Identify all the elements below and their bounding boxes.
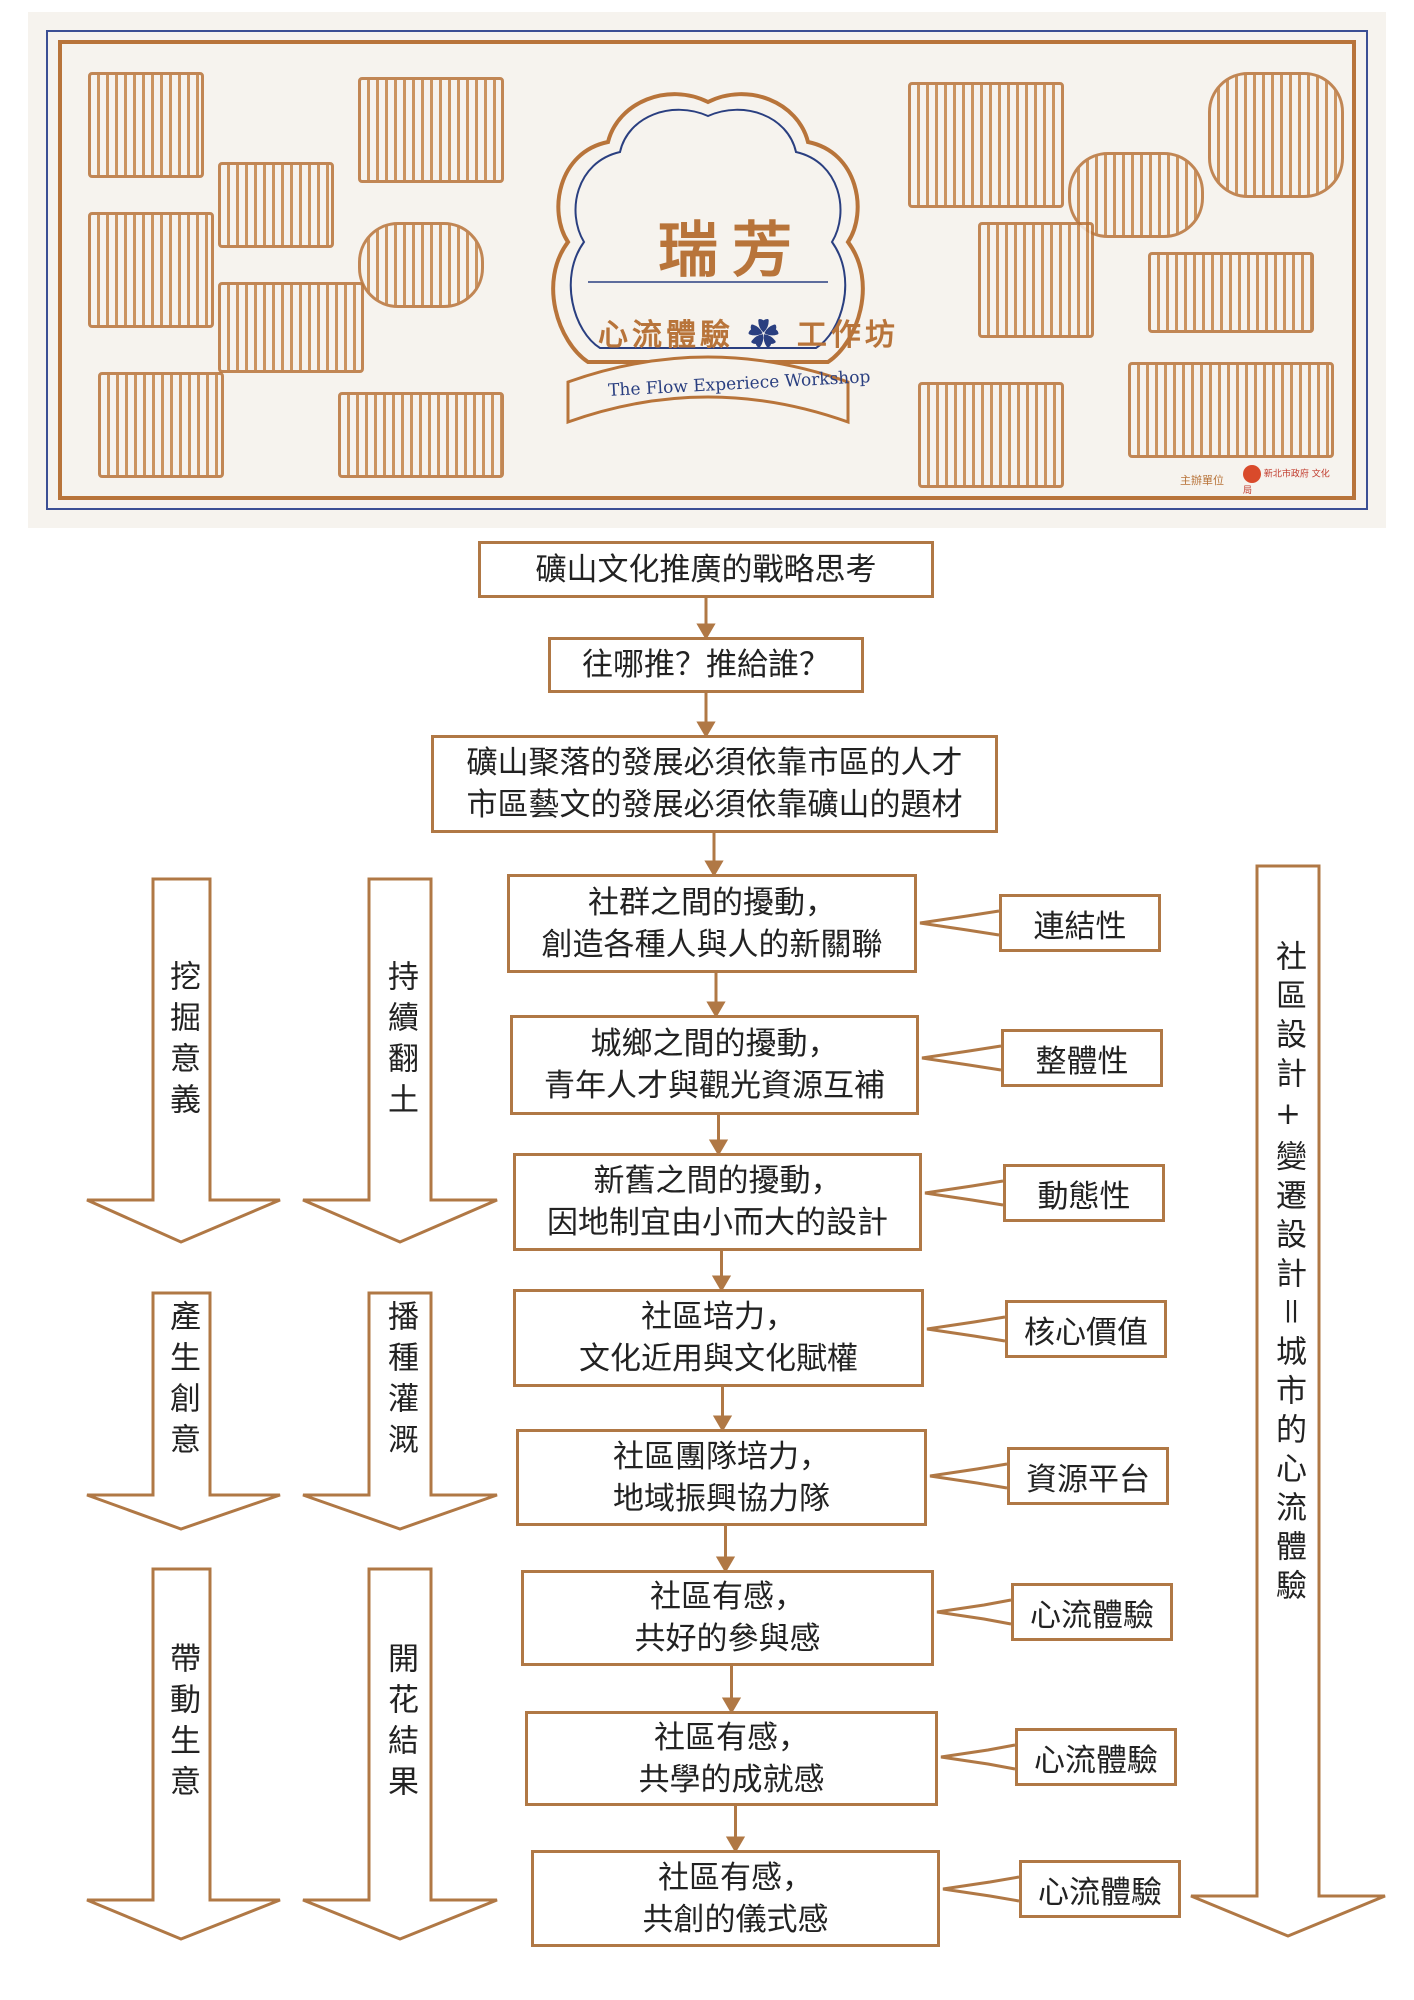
- new-taipei-logo-icon: [1243, 465, 1261, 483]
- tag-pointer-arrow: [936, 1598, 1012, 1626]
- subtitle-right: 工作坊: [796, 318, 899, 353]
- step-line-1: 社區有感，: [650, 1579, 805, 1615]
- step-tag: 連結性: [999, 894, 1161, 952]
- tag-pointer-arrow: [940, 1743, 1016, 1771]
- strategy-box: 礦山文化推廣的戰略思考: [478, 541, 934, 598]
- subtitle-left: 心流體驗: [598, 318, 734, 353]
- tag-pointer-arrow: [919, 909, 1000, 937]
- step-tag: 心流體驗: [1011, 1583, 1173, 1641]
- village-illustration-icon: [218, 282, 364, 373]
- left-arrow-text-sow-water: 播種灌溉: [382, 1300, 418, 1464]
- banner-inner-frame: [58, 40, 1356, 500]
- step-line-1: 新舊之間的擾動，: [593, 1163, 842, 1199]
- step-box: 社群之間的擾動， 創造各種人與人的新關聯: [507, 874, 917, 973]
- connector-arrowhead-icon: [715, 1556, 736, 1573]
- step-line-2: 創造各種人與人的新關聯: [541, 926, 883, 963]
- organizer-logo: 新北市政府 文化局: [1243, 465, 1333, 496]
- step-line-2: 因地制宜由小而大的設計: [547, 1205, 888, 1241]
- step-line-1: 社區培力，: [641, 1299, 796, 1335]
- left-arrow-keep-tilling: [302, 877, 498, 1244]
- left-arrow-text-drive-business: 帶動生意: [164, 1642, 200, 1806]
- step-tag: 心流體驗: [1015, 1728, 1177, 1786]
- train-illustration-icon: [358, 77, 504, 183]
- step-box: 社區團隊培力， 地域振興協力隊: [516, 1429, 927, 1526]
- question-box: 往哪推？推給誰？: [548, 637, 864, 693]
- connector-arrowhead-icon: [721, 1697, 742, 1714]
- left-arrow-create-ideas: [86, 1291, 281, 1531]
- organizer-name: 新北市政府 文化局: [1243, 469, 1330, 497]
- temple-statue-illustration-icon: [908, 82, 1064, 208]
- organizer-label: 主辦單位: [1180, 474, 1224, 487]
- step-box: 社區有感， 共創的儀式感: [531, 1850, 940, 1947]
- step-tag: 整體性: [1001, 1029, 1163, 1087]
- banner-outer-frame: [46, 30, 1368, 510]
- step-line-1: 社區團隊培力，: [613, 1438, 830, 1475]
- teapot-mountain-illustration-icon: [1208, 72, 1344, 198]
- pavilion-illustration-icon: [88, 72, 204, 178]
- connector-arrowhead-icon: [704, 860, 724, 877]
- flower-illustration-icon: [358, 222, 484, 308]
- bridge-illustration-icon: [918, 382, 1064, 488]
- step-line-2: 青年人才與觀光資源互補: [544, 1068, 885, 1104]
- step-line-2: 共學的成就感: [638, 1761, 825, 1798]
- seal-emblem-icon: [551, 92, 865, 425]
- arch-building-illustration-icon: [338, 392, 504, 478]
- tag-pointer-arrow: [926, 1315, 1006, 1343]
- tag-pointer-arrow: [921, 1044, 1002, 1072]
- workshop-banner: 瑞芳 心流體驗 ✿ 工作坊 The Flow Experiece Worksho…: [28, 12, 1386, 528]
- step-box: 新舊之間的擾動， 因地制宜由小而大的設計: [513, 1153, 922, 1251]
- step-line-2: 文化近用與文化賦權: [579, 1341, 858, 1377]
- left-arrow-bear-fruit: [302, 1567, 498, 1941]
- connector-arrowhead-icon: [696, 721, 716, 738]
- premise-box: 礦山聚落的發展必須依靠市區的人才 市區藝文的發展必須依靠礦山的題材: [431, 735, 998, 833]
- left-arrow-dig-meaning: [86, 877, 281, 1244]
- mining-ruins-illustration-icon: [218, 162, 334, 248]
- step-box: 城鄉之間的擾動， 青年人才與觀光資源互補: [510, 1015, 919, 1115]
- step-line-1: 城鄉之間的擾動，: [590, 1026, 839, 1062]
- tag-pointer-arrow: [942, 1875, 1020, 1903]
- mining-plant-illustration-icon: [1128, 362, 1334, 458]
- banner-title: 瑞芳: [658, 216, 806, 286]
- step-line-2: 共好的參與感: [634, 1621, 821, 1657]
- tag-pointer-arrow: [929, 1462, 1008, 1490]
- connector-arrowhead-icon: [725, 1836, 746, 1853]
- step-tag: 資源平台: [1007, 1447, 1169, 1505]
- premise-line-1: 礦山聚落的發展必須依靠市區的人才: [466, 745, 963, 781]
- flower-icon: ✿: [748, 318, 783, 353]
- connector-arrowhead-icon: [706, 1001, 726, 1018]
- step-tag: 心流體驗: [1019, 1860, 1181, 1918]
- step-line-2: 共創的儀式感: [642, 1901, 829, 1938]
- left-arrow-text-keep-tilling: 持續翻土: [382, 960, 418, 1124]
- right-arrow-text: 社區設計+變遷設計＝城市的心流體驗: [1270, 940, 1306, 1608]
- connector-arrowhead-icon: [708, 1139, 729, 1156]
- step-line-1: 社區有感，: [658, 1859, 813, 1896]
- premise-line-2: 市區藝文的發展必須依靠礦山的題材: [466, 787, 963, 823]
- step-line-2: 地域振興協力隊: [613, 1480, 830, 1517]
- shrine-illustration-icon: [978, 222, 1094, 338]
- left-arrow-text-bear-fruit: 開花結果: [382, 1642, 418, 1806]
- banner-subtitle: 心流體驗 ✿ 工作坊: [598, 310, 899, 354]
- left-arrow-drive-business: [86, 1567, 281, 1941]
- house-illustration-icon: [1148, 252, 1314, 333]
- step-box: 社區培力， 文化近用與文化賦權: [513, 1289, 924, 1387]
- building-illustration-icon: [88, 212, 214, 328]
- left-arrow-sow-water: [302, 1291, 498, 1531]
- step-box: 社區有感， 共學的成就感: [525, 1711, 938, 1806]
- step-box: 社區有感， 共好的參與感: [521, 1570, 934, 1666]
- gold-museum-illustration-icon: [98, 372, 224, 478]
- tag-pointer-arrow: [924, 1179, 1004, 1207]
- step-line-1: 社區有感，: [654, 1719, 809, 1756]
- connector-arrowhead-icon: [712, 1415, 733, 1432]
- left-arrow-text-dig-meaning: 挖掘意義: [164, 960, 200, 1124]
- step-tag: 核心價值: [1005, 1300, 1167, 1358]
- right-arrow-design: [1190, 864, 1386, 1938]
- left-arrow-text-create-ideas: 產生創意: [164, 1300, 200, 1464]
- connector-arrowhead-icon: [696, 623, 716, 640]
- step-tag: 動態性: [1003, 1164, 1165, 1222]
- step-line-1: 社群之間的擾動，: [588, 884, 836, 921]
- connector-arrowhead-icon: [711, 1275, 732, 1292]
